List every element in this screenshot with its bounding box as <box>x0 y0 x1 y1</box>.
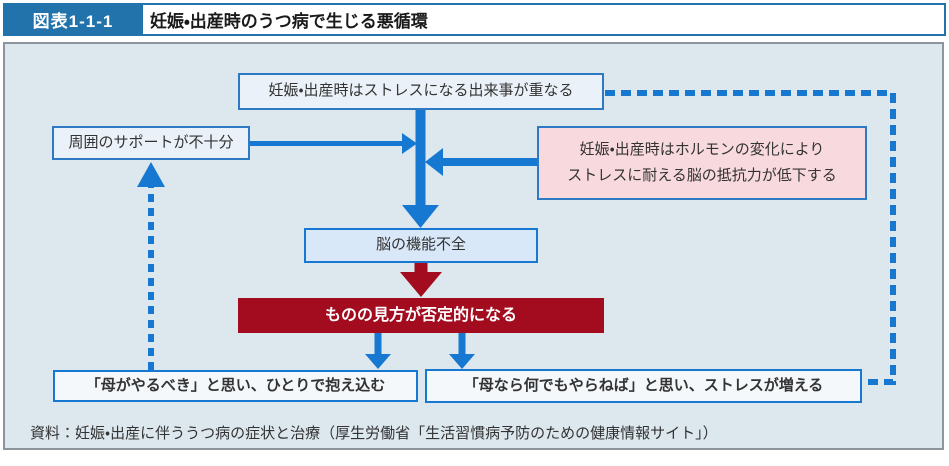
node-mother-alone: 「母がやるべき」と思い、ひとりで抱え込む <box>53 370 418 402</box>
node-stress-events-label: 妊娠・出産時はストレスになる出来事が重なる <box>268 82 574 100</box>
node-hormone-change-line2: ストレスに耐える脳の抵抗力が低下する <box>567 166 837 184</box>
node-brain-dysfunction: 脳の機能不全 <box>304 228 538 263</box>
node-stress-events: 妊娠・出産時はストレスになる出来事が重なる <box>238 73 604 110</box>
node-support-lack-label: 周囲のサポートが不十分 <box>68 133 234 151</box>
node-support-lack: 周囲のサポートが不十分 <box>52 126 250 160</box>
node-hormone-change-line1: 妊娠・出産時はホルモンの変化により <box>579 141 825 159</box>
figure-title: 妊娠・出産時のうつ病で生じる悪循環 <box>150 12 428 31</box>
node-negative-view: ものの見方が否定的になる <box>238 298 604 333</box>
figure-number-badge: 図表1-1-1 <box>3 3 143 36</box>
node-hormone-change: 妊娠・出産時はホルモンの変化により ストレスに耐える脳の抵抗力が低下する <box>537 126 867 200</box>
node-mother-alone-label: 「母がやるべき」と思い、ひとりで抱え込む <box>85 376 386 394</box>
node-mother-stress-label: 「母なら何でもやらねば」と思い、ストレスが増える <box>463 376 824 394</box>
figure-title-bar: 妊娠・出産時のうつ病で生じる悪循環 <box>130 3 946 36</box>
node-mother-stress: 「母なら何でもやらねば」と思い、ストレスが増える <box>425 369 862 403</box>
source-note: 資料：妊娠・出産に伴ううつ病の症状と治療（厚生労働省「生活習慣病予防のための健康… <box>30 425 718 442</box>
node-negative-view-label: ものの見方が否定的になる <box>324 306 517 324</box>
node-brain-dysfunction-label: 脳の機能不全 <box>375 236 466 254</box>
